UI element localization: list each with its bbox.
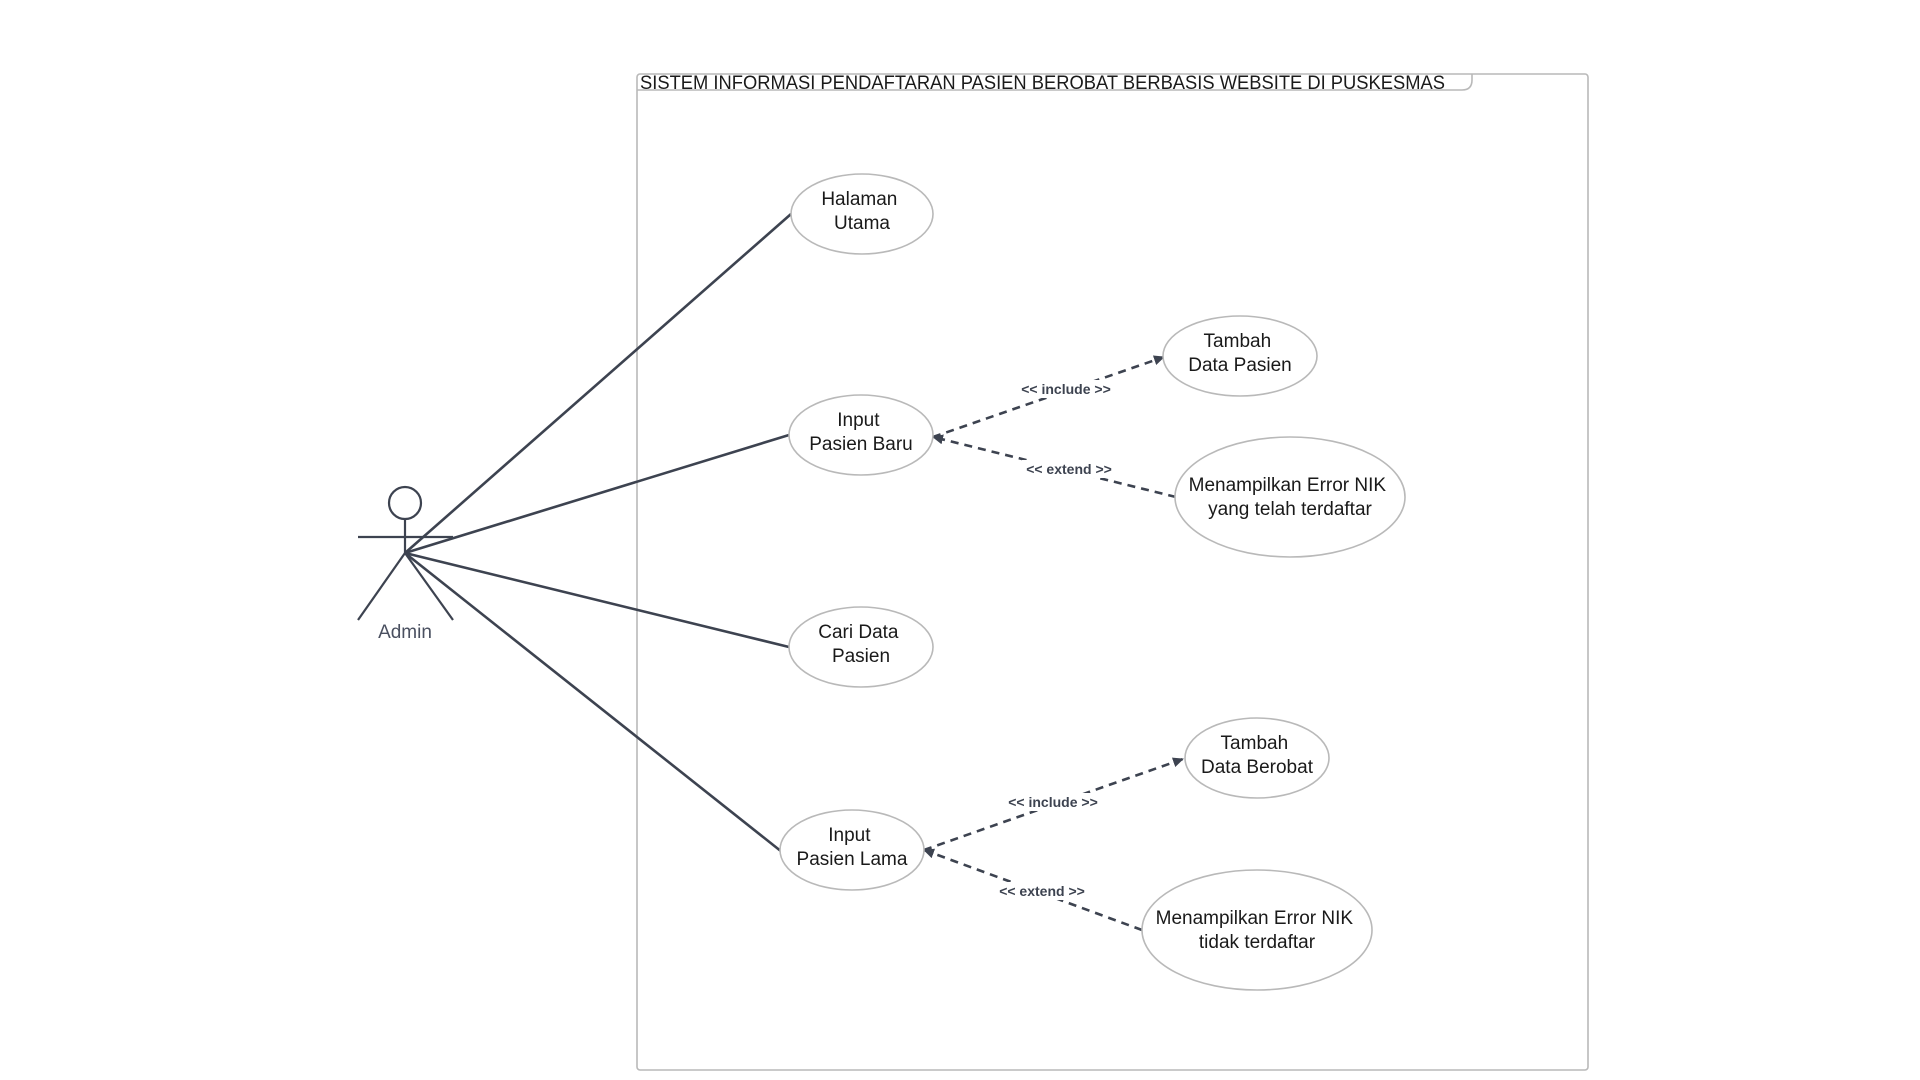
use-case-ellipse (788, 606, 934, 688)
extend-label-bottom: << extend >> (995, 882, 1089, 900)
use-case-label-line: Utama (834, 213, 890, 234)
actor-head (387, 485, 423, 521)
system-title: SISTEM INFORMASI PENDAFTARAN PASIEN BERO… (640, 73, 1445, 94)
use-case-label-line: Menampilkan Error NIK (1156, 908, 1354, 929)
system-boundary: SISTEM INFORMASI PENDAFTARAN PASIEN BERO… (636, 73, 1589, 1071)
svg-text:Tambah Data Berobat: Tambah Data Berobat (1201, 733, 1314, 778)
include-label: << include >> (1008, 794, 1098, 810)
svg-text:Cari Data Pasien: Cari Data Pasien (818, 622, 904, 667)
use-case-label-line: Tambah (1221, 733, 1289, 754)
use-case-ellipse (790, 173, 934, 255)
include-line-tambah-data-berobat (923, 757, 1184, 852)
use-case-tambah-data-pasien[interactable]: Tambah Data Pasien (1162, 315, 1318, 397)
system-boundary-title-tab (637, 74, 1473, 91)
use-case-ellipse (779, 809, 925, 891)
system-boundary-frame (636, 73, 1589, 1071)
associations (404, 213, 792, 854)
use-case-label-line: Data Berobat (1201, 757, 1314, 778)
actor-admin[interactable]: Admin (357, 485, 454, 643)
actor-left-leg (357, 552, 406, 621)
use-case-label-line: Input (837, 410, 880, 431)
extend-label: << extend >> (1026, 461, 1112, 477)
use-case-label-line: yang telah terdaftar (1208, 499, 1372, 520)
include-label-top: << include >> (1016, 380, 1116, 398)
use-case-ellipse (1162, 315, 1318, 397)
use-case-ellipse (788, 394, 934, 476)
svg-text:Input Pasien Lama: Input Pasien Lama (797, 825, 908, 870)
include-label: << include >> (1021, 381, 1111, 397)
use-case-cari-data-pasien[interactable]: Cari Data Pasien (788, 606, 934, 688)
include-line-tambah-data-pasien (932, 355, 1165, 439)
use-case-label-line: Halaman (821, 189, 897, 210)
use-case-label-line: tidak terdaftar (1199, 932, 1316, 953)
use-case-ellipse (1174, 436, 1406, 558)
svg-text:Menampilkan Error NIK ya: Menampilkan Error NIK yang telah terdaft… (1189, 475, 1392, 520)
use-case-label-line: Pasien Baru (809, 434, 913, 455)
association-line-input-pasien-lama (404, 551, 783, 854)
svg-text:Halaman Utama: Halaman Utama (821, 189, 902, 234)
svg-text:Input Pasien Baru: Input Pasien Baru (809, 410, 913, 455)
use-case-input-pasien-lama[interactable]: Input Pasien Lama (779, 809, 925, 891)
use-case-label-line: Tambah (1204, 331, 1272, 352)
use-case-halaman-utama[interactable]: Halaman Utama (790, 173, 934, 255)
use-case-ellipse (1184, 717, 1330, 799)
use-case-label-line: Cari Data (818, 622, 899, 643)
actor-right-leg (404, 552, 454, 621)
association-line-input-pasien-baru (404, 433, 790, 555)
dependencies: << include >> << extend >> << include >>… (923, 355, 1184, 932)
use-case-label-line: Pasien (832, 646, 890, 667)
svg-text:Menampilkan Error NIK ti: Menampilkan Error NIK tidak terdaftar (1156, 908, 1359, 953)
use-case-label-line: Data Pasien (1188, 355, 1292, 376)
include-label-bottom: << include >> (1003, 793, 1103, 811)
extend-label: << extend >> (999, 883, 1085, 899)
association-line-halaman-utama (404, 213, 792, 554)
extend-label-top: << extend >> (1022, 460, 1116, 478)
actor-label: Admin (378, 622, 432, 643)
association-line-cari-data-pasien (404, 551, 790, 649)
use-case-ellipse (1141, 869, 1373, 991)
use-case-tambah-data-berobat[interactable]: Tambah Data Berobat (1184, 717, 1330, 799)
use-case-error-nik-terdaftar[interactable]: Menampilkan Error NIK yang telah terdaft… (1174, 436, 1406, 558)
use-case-label-line: Pasien Lama (797, 849, 908, 870)
use-case-input-pasien-baru[interactable]: Input Pasien Baru (788, 394, 934, 476)
svg-text:Tambah Data Pasien: Tambah Data Pasien (1188, 331, 1292, 376)
use-case-label-line: Menampilkan Error NIK (1189, 475, 1387, 496)
use-case-label-line: Input (828, 825, 871, 846)
use-case-error-nik-tidak-terdaftar[interactable]: Menampilkan Error NIK tidak terdaftar (1141, 869, 1373, 991)
